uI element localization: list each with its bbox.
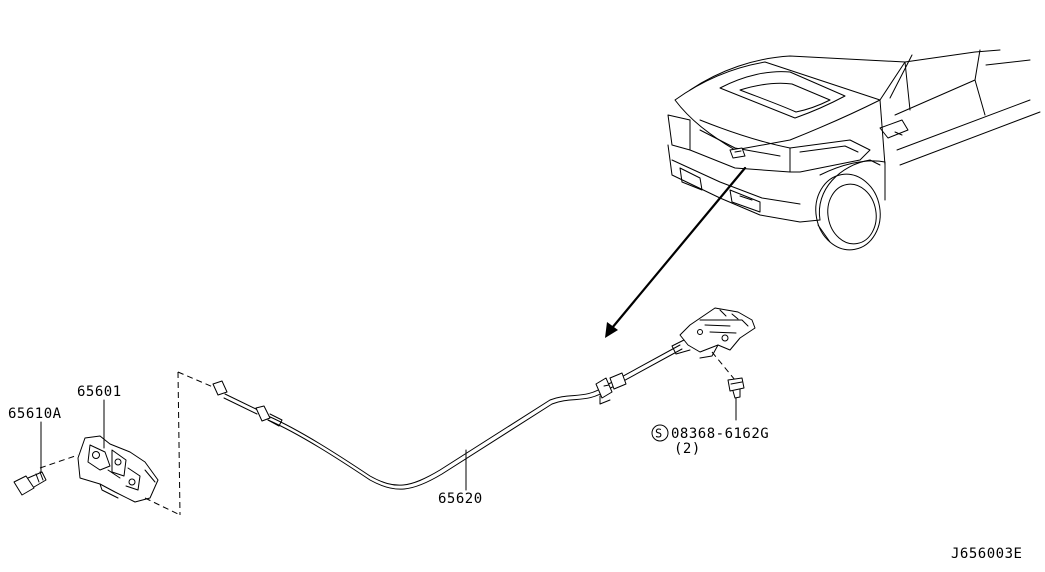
- release-handle: [671, 307, 756, 359]
- screw-number: 08368-6162G: [671, 426, 769, 442]
- screw-quantity: (2): [674, 441, 701, 457]
- hood-lock: [77, 435, 159, 503]
- label-65620: 65620: [438, 491, 483, 507]
- label-65610a: 65610A: [8, 406, 62, 422]
- screw-symbol: S: [655, 427, 662, 441]
- release-cable: [212, 344, 683, 490]
- screw-icon: [727, 377, 745, 399]
- vehicle-illustration: [667, 49, 1041, 251]
- label-65601: 65601: [77, 384, 122, 400]
- label-screw: S 08368-6162G (2): [651, 424, 769, 457]
- drawing-code: J656003E: [951, 546, 1022, 562]
- lock-bolt-icon: [13, 471, 47, 496]
- location-arrow: [605, 166, 747, 338]
